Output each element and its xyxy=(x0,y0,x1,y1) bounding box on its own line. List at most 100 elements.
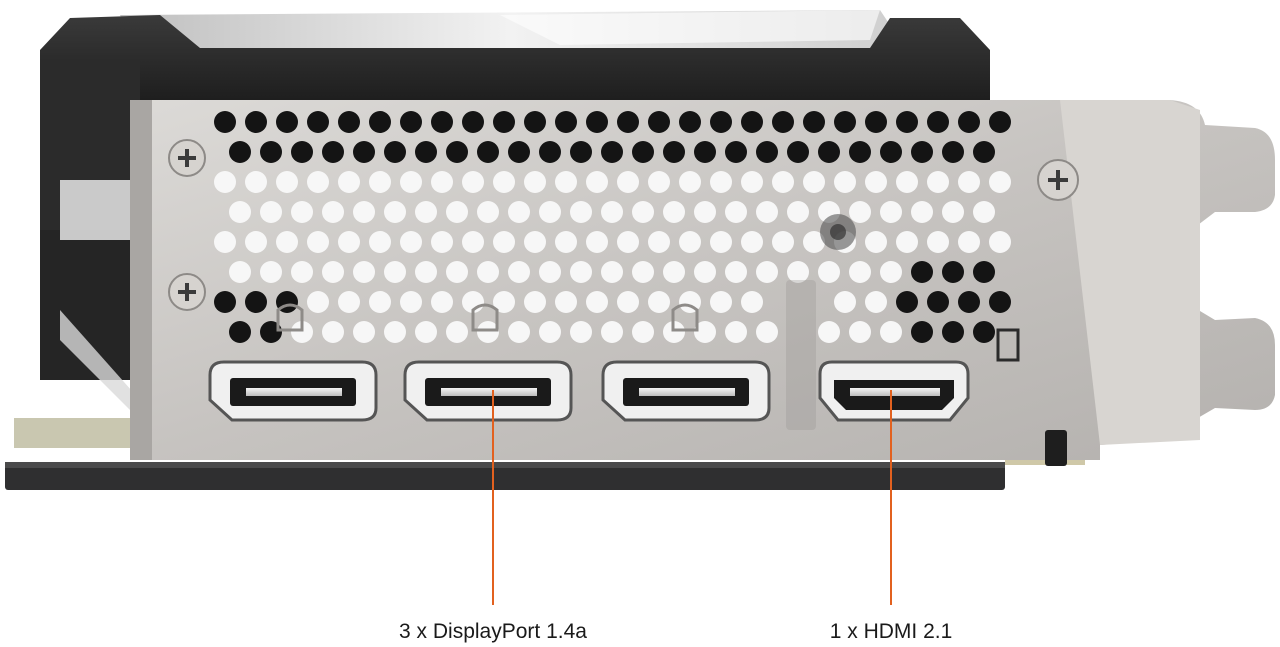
bracket-screws xyxy=(168,139,1079,311)
vent-hole xyxy=(617,171,639,193)
vent-hole xyxy=(756,321,778,343)
hdmi-logo-icon xyxy=(786,280,816,430)
vent-hole xyxy=(586,231,608,253)
vent-hole xyxy=(756,141,778,163)
vent-hole xyxy=(353,321,375,343)
vent-hole xyxy=(570,321,592,343)
vent-hole xyxy=(694,321,716,343)
fan-hub xyxy=(820,214,856,250)
vent-hole xyxy=(524,231,546,253)
screw-icon xyxy=(168,139,206,177)
hdmi-callout-label: 1 x HDMI 2.1 xyxy=(829,620,953,643)
vent-hole xyxy=(214,111,236,133)
vent-hole xyxy=(260,261,282,283)
vent-hole xyxy=(322,141,344,163)
vent-hole xyxy=(477,261,499,283)
vent-hole xyxy=(710,231,732,253)
vent-hole xyxy=(307,171,329,193)
vent-hole xyxy=(493,171,515,193)
callout-lines xyxy=(492,390,892,605)
vent-hole xyxy=(570,141,592,163)
vent-hole xyxy=(245,231,267,253)
vent-hole xyxy=(942,201,964,223)
vent-hole xyxy=(973,141,995,163)
vent-hole xyxy=(880,201,902,223)
vent-hole xyxy=(555,231,577,253)
vent-hole xyxy=(896,291,918,313)
vent-hole xyxy=(260,201,282,223)
vent-hole xyxy=(384,201,406,223)
vent-hole xyxy=(431,171,453,193)
vent-hole xyxy=(803,111,825,133)
vent-hole xyxy=(958,291,980,313)
vent-hole xyxy=(648,291,670,313)
vent-hole xyxy=(756,261,778,283)
vent-hole xyxy=(865,171,887,193)
vent-hole xyxy=(725,261,747,283)
vent-hole-grid xyxy=(214,111,1011,343)
vent-hole xyxy=(245,171,267,193)
vent-hole xyxy=(741,111,763,133)
vent-hole xyxy=(322,261,344,283)
vent-hole xyxy=(617,111,639,133)
vent-hole xyxy=(539,261,561,283)
vent-hole xyxy=(400,231,422,253)
vent-hole xyxy=(276,231,298,253)
vent-hole xyxy=(787,141,809,163)
displayport-logo-icons xyxy=(276,303,699,332)
vent-hole xyxy=(849,141,871,163)
vent-hole xyxy=(539,201,561,223)
vent-hole xyxy=(291,261,313,283)
cooler-shroud xyxy=(40,15,990,420)
vent-hole xyxy=(524,111,546,133)
vent-hole xyxy=(384,141,406,163)
screw-icon xyxy=(1037,159,1079,201)
vent-hole xyxy=(508,141,530,163)
vent-hole xyxy=(229,201,251,223)
vent-hole xyxy=(539,321,561,343)
vent-hole xyxy=(632,201,654,223)
vent-hole xyxy=(229,261,251,283)
vent-hole xyxy=(787,201,809,223)
vent-hole xyxy=(989,171,1011,193)
vent-hole xyxy=(400,291,422,313)
vent-hole xyxy=(245,291,267,313)
vent-hole xyxy=(663,321,685,343)
vent-hole xyxy=(570,261,592,283)
vent-hole xyxy=(725,141,747,163)
vent-hole xyxy=(446,141,468,163)
vent-hole xyxy=(245,111,267,133)
vent-hole xyxy=(617,231,639,253)
vent-hole xyxy=(679,171,701,193)
vent-hole xyxy=(679,111,701,133)
vent-hole xyxy=(291,141,313,163)
vent-hole xyxy=(710,111,732,133)
vent-hole xyxy=(911,321,933,343)
vent-hole xyxy=(942,321,964,343)
vent-hole xyxy=(400,171,422,193)
vent-hole xyxy=(446,261,468,283)
vent-hole xyxy=(291,321,313,343)
vent-hole xyxy=(353,261,375,283)
vent-hole xyxy=(911,201,933,223)
vent-hole xyxy=(601,261,623,283)
vent-hole xyxy=(601,201,623,223)
vent-hole xyxy=(911,261,933,283)
vent-hole xyxy=(818,141,840,163)
vent-hole xyxy=(415,141,437,163)
vent-hole xyxy=(989,111,1011,133)
vent-hole xyxy=(772,171,794,193)
vent-hole xyxy=(462,111,484,133)
vent-hole xyxy=(369,171,391,193)
displayport-connector xyxy=(403,360,573,422)
vent-hole xyxy=(942,141,964,163)
vent-hole xyxy=(555,171,577,193)
vent-hole xyxy=(927,111,949,133)
vent-hole xyxy=(586,291,608,313)
vent-hole xyxy=(229,321,251,343)
vent-hole xyxy=(818,261,840,283)
vent-hole xyxy=(415,261,437,283)
vent-hole xyxy=(694,141,716,163)
vent-hole xyxy=(663,261,685,283)
